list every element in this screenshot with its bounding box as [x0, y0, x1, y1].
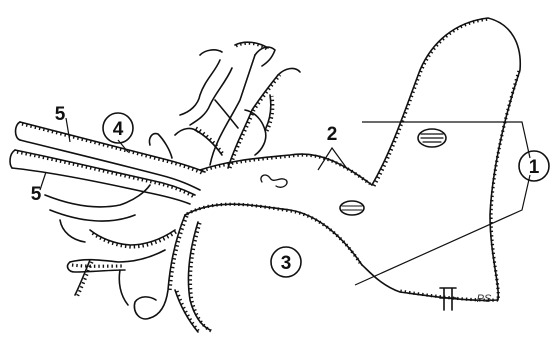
- label-2: 2: [327, 124, 338, 145]
- label-3: 3: [271, 247, 301, 277]
- label-5-lower-text: 5: [31, 184, 42, 205]
- vessel-1-large-trunk: [362, 18, 520, 310]
- label-4: 4: [103, 113, 133, 143]
- vessel-upper-branches: [175, 42, 300, 168]
- label-4-text: 4: [113, 119, 124, 140]
- leader-5-upper: [66, 118, 70, 142]
- leader-1-lower: [355, 175, 530, 285]
- label-5-upper-text: 5: [55, 104, 66, 125]
- label-1-text: 1: [529, 157, 540, 178]
- label-5-lower: 5: [31, 184, 42, 205]
- vessel-lower-branches: [60, 215, 211, 333]
- label-3-text: 3: [281, 253, 292, 274]
- node-oval: [340, 201, 364, 215]
- label-2-text: 2: [327, 124, 338, 145]
- junction-scribble: [261, 175, 287, 187]
- vessel-left-branches: [10, 122, 205, 221]
- artist-signature: PS: [477, 293, 492, 305]
- label-1: 1: [519, 151, 549, 181]
- label-5-upper: 5: [55, 104, 66, 125]
